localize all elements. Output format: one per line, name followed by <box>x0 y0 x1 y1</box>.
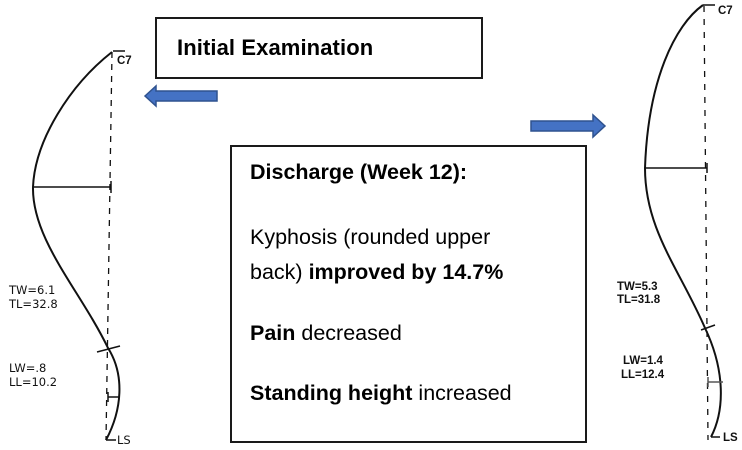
left-tl-label: TL=32.8 <box>8 297 58 311</box>
initial-examination-title: Initial Examination <box>177 35 374 60</box>
arrow-right-icon <box>530 113 607 139</box>
kyphosis-text: Kyphosis (rounded upper <box>250 225 491 249</box>
kyphosis-line-1: Kyphosis (rounded upper <box>250 221 490 254</box>
standing-height-label: Standing height <box>250 381 413 405</box>
kyphosis-text-cont: back) <box>250 260 309 284</box>
left-ls-label: LS <box>117 433 131 447</box>
kyphosis-line-2: back) improved by 14.7% <box>250 256 503 289</box>
right-ll-label: LL=12.4 <box>621 369 665 381</box>
right-lw-label: LW=1.4 <box>623 355 664 367</box>
right-tl-label: TL=31.8 <box>617 294 661 306</box>
right-ls-label: LS <box>723 432 738 444</box>
standing-height-status: increased <box>412 381 512 405</box>
pain-line: Pain decreased <box>250 317 402 350</box>
kyphosis-improvement: improved by 14.7% <box>308 260 504 284</box>
standing-height-line: Standing height increased <box>250 377 512 410</box>
left-spine-curve <box>31 50 125 441</box>
right-spine-curve <box>643 4 723 441</box>
right-tw-label: TW=5.3 <box>617 281 658 293</box>
arrow-left-icon <box>143 84 218 108</box>
discharge-summary-box: Discharge (Week 12): Kyphosis (rounded u… <box>230 145 587 443</box>
right-c7-label: C7 <box>718 5 733 17</box>
left-c7-label: C7 <box>117 55 132 67</box>
pain-status: decreased <box>295 321 402 345</box>
pain-label: Pain <box>250 321 296 345</box>
discharge-title: Discharge (Week 12): <box>250 160 468 184</box>
left-ll-label: LL=10.2 <box>9 375 57 389</box>
left-tw-label: TW=6.1 <box>8 283 55 297</box>
left-lw-label: LW=.8 <box>9 361 46 375</box>
initial-examination-box: Initial Examination <box>155 17 483 79</box>
